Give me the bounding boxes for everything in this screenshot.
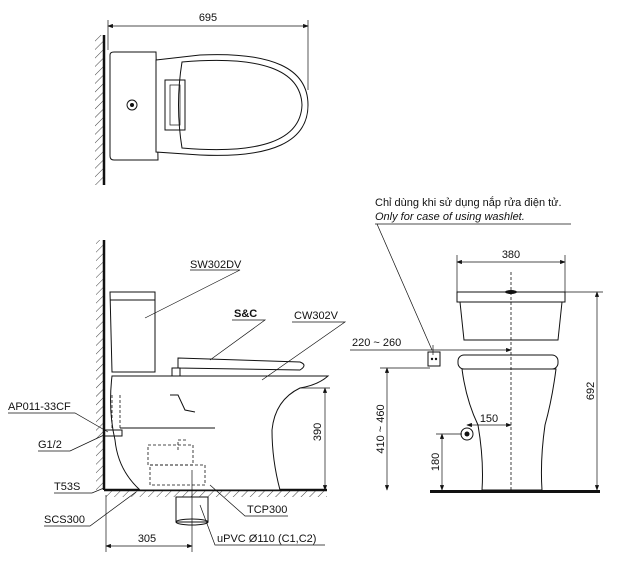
dim-inlet-height: 180	[430, 453, 442, 471]
tank-top	[109, 51, 159, 161]
dim-outlet-offset: 220 ~ 260	[352, 337, 401, 349]
seat-front	[457, 354, 559, 370]
label-inlet: G1/2	[38, 439, 62, 451]
power-socket-icon	[427, 351, 441, 367]
angle-valve	[103, 429, 123, 437]
wall-hatch	[95, 35, 103, 185]
seat-lid-top	[178, 59, 303, 151]
bowl-top	[155, 54, 309, 156]
dim-inlet-offset: 150	[480, 413, 498, 425]
label-pipe: uPVC Ø110 (C1,C2)	[217, 533, 316, 545]
label-angle-valve: AP011-33CF	[8, 401, 71, 413]
dim-outlet-height: 410 ~ 460	[375, 404, 387, 453]
flush-button-icon	[126, 99, 138, 111]
label-tank: SW302DV	[190, 259, 242, 271]
side-view: 305 390 SW302DV S&C CW302V AP011-33CF G1…	[8, 240, 347, 552]
dim-rough-in: 305	[138, 533, 156, 545]
label-hose: T53S	[54, 481, 80, 493]
tank-body-front	[459, 301, 563, 341]
top-view: 695	[95, 12, 309, 185]
label-flange: TCP300	[247, 504, 287, 516]
dim-total-height: 692	[585, 382, 597, 400]
label-bowl: CW302V	[294, 310, 339, 322]
tank-side	[109, 291, 156, 373]
note-english: Only for case of using washlet.	[375, 211, 525, 223]
front-view: Chỉ dùng khi sử dụng nắp rửa điện tử. On…	[350, 196, 603, 493]
seat-side	[177, 357, 305, 371]
bowl-side	[110, 375, 330, 491]
note-vietnamese: Chỉ dùng khi sử dụng nắp rửa điện tử.	[375, 196, 562, 209]
bowl-front	[461, 368, 557, 491]
dim-front-width: 380	[502, 249, 520, 261]
floor-hatch	[104, 490, 327, 497]
dim-top-width: 695	[199, 12, 217, 24]
label-seat: S&C	[234, 308, 257, 320]
side-wall-hatch	[96, 240, 104, 490]
label-bolt: SCS300	[44, 514, 85, 526]
front-floor-line	[430, 490, 600, 493]
dim-bowl-height: 390	[312, 423, 324, 441]
